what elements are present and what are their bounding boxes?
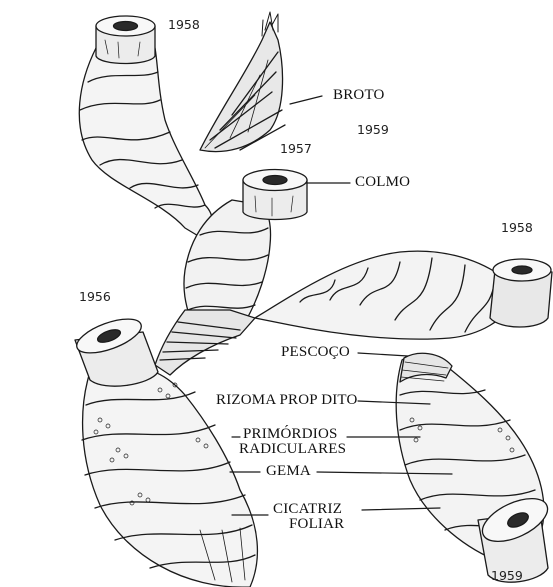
label-rizoma: RIZOMA PROP DITO xyxy=(216,393,358,408)
rhizome-segment-lower-right xyxy=(396,353,553,582)
sprout xyxy=(200,12,285,152)
label-broto: BROTO xyxy=(333,88,385,103)
year-label-top: 1958 xyxy=(168,19,200,32)
year-label-right: 1958 xyxy=(501,222,533,235)
label-pescoco: PESCOÇO xyxy=(281,345,350,360)
label-radiculares: RADICULARES xyxy=(239,442,346,457)
label-colmo: COLMO xyxy=(355,175,410,190)
year-label-middle: 1957 xyxy=(280,143,312,156)
rhizome-segment-top xyxy=(79,16,212,240)
label-primordios: PRIMÓRDIOS xyxy=(243,427,338,442)
label-cicatriz: CICATRIZ xyxy=(273,502,342,517)
year-label-bottom: 1959 xyxy=(491,570,523,583)
year-label-left: 1956 xyxy=(79,291,111,304)
label-foliar: FOLIAR xyxy=(289,517,344,532)
label-gema: GEMA xyxy=(266,464,311,479)
rhizome-segment-right xyxy=(255,251,552,339)
rhizome-neck xyxy=(155,310,255,375)
year-label-broto: 1959 xyxy=(357,124,389,137)
